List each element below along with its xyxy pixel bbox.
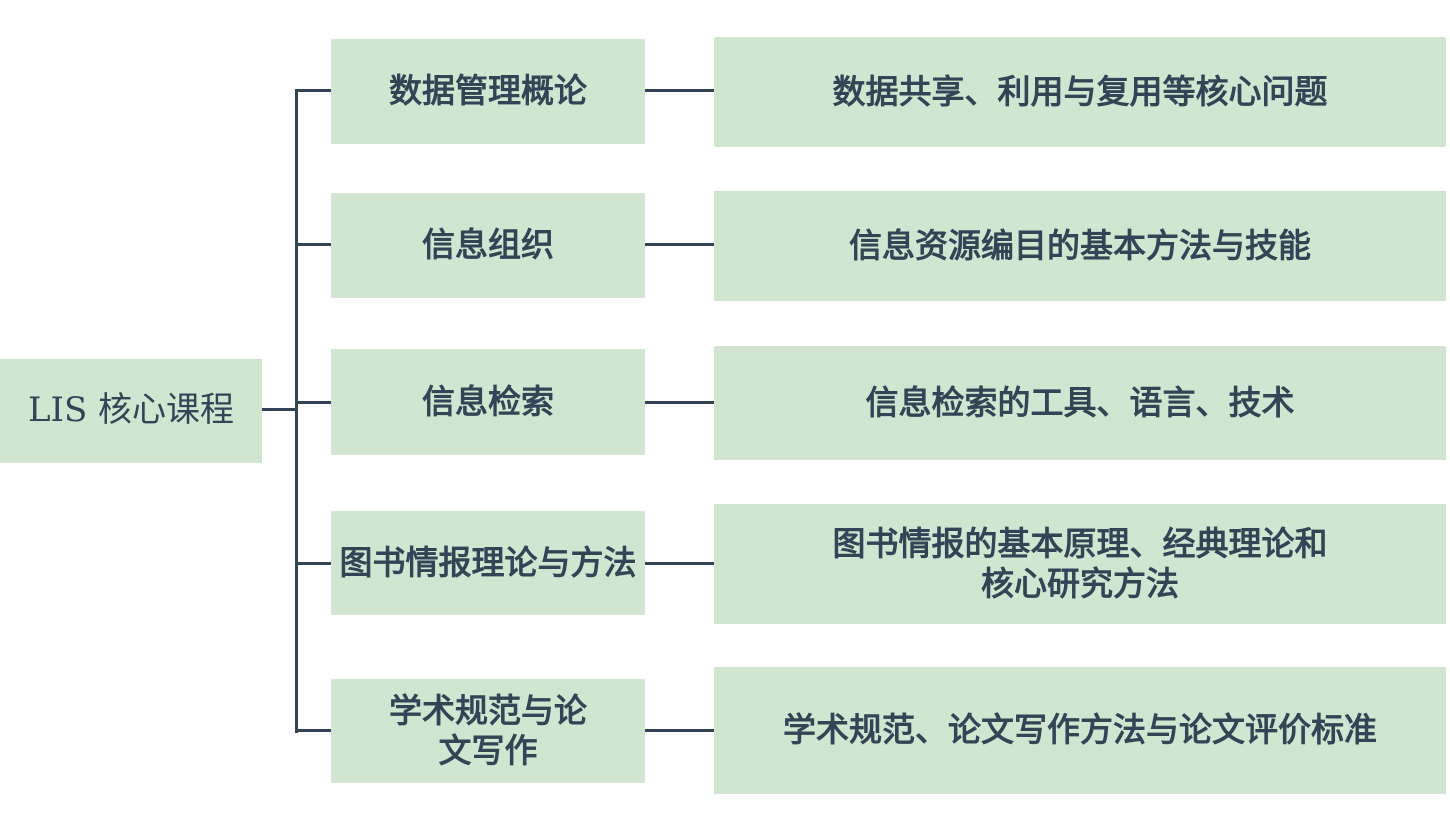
description-label: 信息检索的工具、语言、技术 [865,382,1295,422]
root-stub-connector [262,408,297,411]
description-node: 数据共享、利用与复用等核心问题 [714,37,1446,147]
course-label: 学术规范与论文写作 [389,690,587,770]
description-label: 信息资源编目的基本方法与技能 [849,225,1311,265]
detail-connector-5 [645,729,714,732]
branch-connector-1 [295,89,331,92]
detail-connector-3 [645,401,714,404]
trunk-connector [295,89,298,733]
detail-connector-2 [645,243,714,246]
description-node: 图书情报的基本原理、经典理论和核心研究方法 [714,504,1446,624]
branch-connector-3 [295,401,331,404]
course-label: 图书情报理论与方法 [339,542,637,582]
course-node: 学术规范与论文写作 [331,679,645,783]
branch-connector-5 [295,729,331,732]
detail-connector-4 [645,562,714,565]
description-label: 图书情报的基本原理、经典理论和核心研究方法 [832,523,1328,603]
description-label: 学术规范、论文写作方法与论文评价标准 [783,710,1377,750]
description-node: 信息资源编目的基本方法与技能 [714,191,1446,301]
detail-connector-1 [645,89,714,92]
description-node: 信息检索的工具、语言、技术 [714,346,1446,460]
course-label: 信息检索 [422,381,554,421]
course-node: 图书情报理论与方法 [331,511,645,615]
root-node: LIS 核心课程 [0,359,262,463]
branch-connector-4 [295,562,331,565]
course-node: 信息检索 [331,349,645,455]
description-node: 学术规范、论文写作方法与论文评价标准 [714,667,1446,794]
root-label: LIS 核心课程 [27,390,235,431]
course-node: 数据管理概论 [331,39,645,144]
branch-connector-2 [295,243,331,246]
course-label: 信息组织 [422,225,554,265]
description-label: 数据共享、利用与复用等核心问题 [832,71,1328,111]
course-node: 信息组织 [331,193,645,298]
course-label: 数据管理概论 [389,71,587,111]
